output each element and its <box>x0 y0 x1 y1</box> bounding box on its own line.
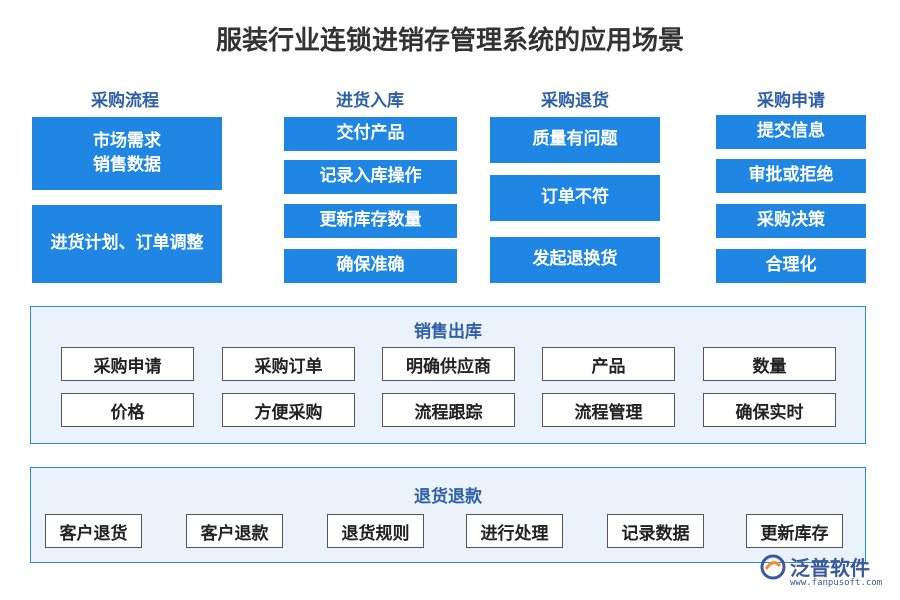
item-customer-refund: 客户退款 <box>186 514 283 548</box>
item-purchase-request: 采购申请 <box>61 347 194 381</box>
logo-icon <box>760 554 786 580</box>
box-purchase-decision: 采购决策 <box>716 204 866 238</box>
brand-logo: 泛普软件 www.fanpusoft.com <box>760 552 890 596</box>
box-submit-info: 提交信息 <box>716 115 866 149</box>
panel-title-sales-outbound: 销售出库 <box>414 322 482 342</box>
box-order-mismatch: 订单不符 <box>490 175 660 221</box>
item-process-handling: 进行处理 <box>466 514 563 548</box>
item-process-management: 流程管理 <box>542 393 675 427</box>
item-process-tracking: 流程跟踪 <box>382 393 515 427</box>
item-return-rules: 退货规则 <box>327 514 424 548</box>
box-purchase-plan: 进货计划、订单调整 <box>32 205 222 283</box>
panel-returns-refunds: 退货退款 客户退货 客户退款 退货规则 进行处理 记录数据 更新库存 <box>30 467 866 563</box>
box-ensure-accuracy: 确保准确 <box>284 249 457 283</box>
column-heading-purchase-request: 采购申请 <box>757 91 825 111</box>
panel-sales-outbound: 销售出库 采购申请 采购订单 明确供应商 产品 数量 价格 方便采购 流程跟踪 … <box>30 306 866 444</box>
item-price: 价格 <box>61 393 194 427</box>
box-approve-reject: 审批或拒绝 <box>716 159 866 193</box>
box-market-demand: 市场需求 销售数据 <box>32 117 222 190</box>
item-customer-return: 客户退货 <box>45 514 142 548</box>
item-quantity: 数量 <box>703 347 836 381</box>
item-update-inventory: 更新库存 <box>746 514 843 548</box>
item-convenient-purchase: 方便采购 <box>222 393 355 427</box>
box-record-stock-in: 记录入库操作 <box>284 160 457 194</box>
box-deliver-product: 交付产品 <box>284 117 457 151</box>
item-purchase-order: 采购订单 <box>222 347 355 381</box>
item-ensure-realtime: 确保实时 <box>703 393 836 427</box>
logo-name: 泛普软件 <box>790 556 870 580</box>
item-define-supplier: 明确供应商 <box>382 347 515 381</box>
box-rationalize: 合理化 <box>716 249 866 283</box>
item-record-data: 记录数据 <box>607 514 704 548</box>
box-update-stock: 更新库存数量 <box>284 204 457 238</box>
item-product: 产品 <box>542 347 675 381</box>
column-heading-purchase-return: 采购退货 <box>541 91 609 111</box>
box-quality-issue: 质量有问题 <box>490 117 660 163</box>
column-heading-purchase-process: 采购流程 <box>91 91 159 111</box>
logo-url: www.fanpusoft.com <box>790 578 883 588</box>
column-heading-stock-in: 进货入库 <box>336 91 404 111</box>
page-title: 服装行业连锁进销存管理系统的应用场景 <box>215 26 684 56</box>
box-initiate-exchange: 发起退换货 <box>490 237 660 283</box>
panel-title-returns-refunds: 退货退款 <box>414 487 482 507</box>
